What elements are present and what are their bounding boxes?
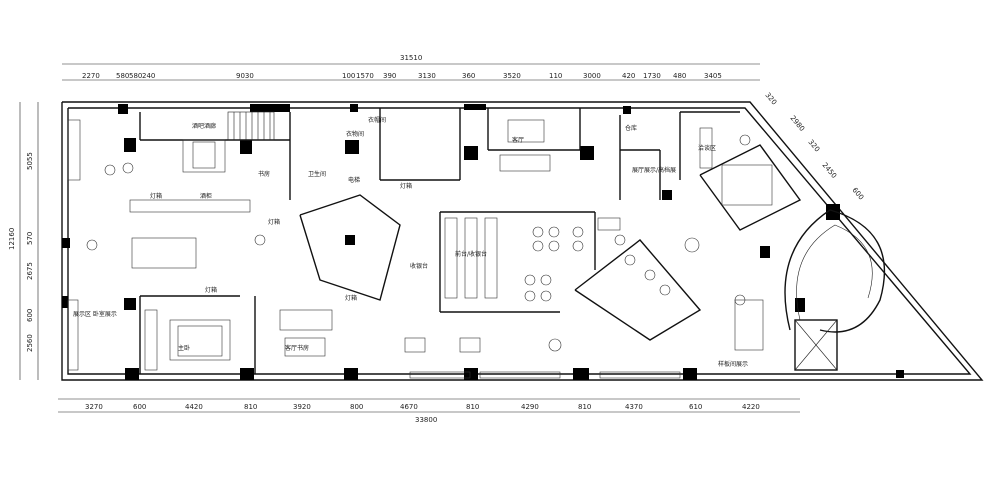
left-dimensions: 12160 5055 570 2675 600 2560 — [8, 102, 39, 380]
dim-top-segment: 9030 — [236, 72, 254, 80]
label-vip-room: 洽谈区 — [698, 144, 716, 152]
dim-bottom-segment: 3270 — [85, 403, 103, 411]
dim-left-segment: 12160 — [8, 228, 16, 250]
label-study: 书房 — [258, 170, 270, 178]
dim-bottom-segment: 810 — [244, 403, 257, 411]
dim-diagonal-segment: 320 — [806, 138, 821, 153]
dim-bottom-segment: 4290 — [521, 403, 539, 411]
dim-bottom-segment: 800 — [350, 403, 363, 411]
label-living-room: 客厅 — [512, 136, 524, 144]
dim-bottom-segment: 810 — [578, 403, 591, 411]
dim-diagonal-segment: 2450 — [820, 161, 838, 180]
dim-top-segment: 3000 — [583, 72, 601, 80]
dim-bottom-segment: 4220 — [742, 403, 760, 411]
label-reception: 前台/收银台 — [455, 250, 487, 258]
dim-top-segment: 580 — [116, 72, 129, 80]
outer-walls — [61, 101, 984, 381]
dim-diagonal-segment: 600 — [850, 186, 865, 201]
furniture — [67, 119, 773, 379]
dim-top-segment: 240 — [142, 72, 155, 80]
dim-diagonal-segment: 2980 — [788, 114, 806, 133]
straight-stair — [227, 111, 275, 141]
label-wine-cellar: 酒吧酒廊 — [192, 122, 216, 130]
dim-top-segment: 390 — [383, 72, 396, 80]
dim-left-segment: 2560 — [26, 334, 34, 352]
spiral-stair — [784, 209, 886, 371]
dim-top-segment: 360 — [462, 72, 475, 80]
label-master-bedroom: 主卧 — [178, 344, 190, 352]
label-bathroom: 卫生间 — [308, 170, 326, 178]
dim-top-segment: 3405 — [704, 72, 722, 80]
dim-left-segment: 5055 — [26, 152, 34, 170]
dim-top-segment: 420 — [622, 72, 635, 80]
bottom-dimensions: 33800 3270 600 4420 810 3920 800 4670 810 4290 81… — [58, 398, 800, 424]
dim-diagonal-segment: 320 — [763, 91, 778, 106]
columns — [62, 104, 904, 380]
dim-bottom-segment: 3920 — [293, 403, 311, 411]
label-lamp-5: 灯箱 — [268, 218, 280, 226]
dim-top-segment: 1730 — [643, 72, 661, 80]
label-stairs: 电梯 — [348, 176, 360, 184]
label-clothes-room: 衣物间 — [346, 130, 364, 138]
label-bar-seat: 收银台 — [410, 262, 428, 270]
label-bedroom-note: 展示区 卧室展示 — [73, 310, 117, 318]
dim-bottom-segment: 810 — [466, 403, 479, 411]
dim-bottom-segment: 4670 — [400, 403, 418, 411]
label-wine-cabinet: 酒柜 — [200, 192, 212, 200]
label-sample-room: 样板间展示 — [718, 360, 748, 368]
dim-top-total: 31510 — [400, 54, 422, 62]
label-lamp-1: 灯箱 — [150, 192, 162, 200]
dim-bottom-segment: 610 — [689, 403, 702, 411]
dim-left-segment: 600 — [26, 309, 34, 322]
dim-top-segment: 2270 — [82, 72, 100, 80]
dim-bottom-segment: 4420 — [185, 403, 203, 411]
room-labels: 酒吧酒廊 衣物间 衣帽间 书房 卫生间 电梯 灯箱 酒柜 灯箱 灯箱 灯箱 灯箱… — [73, 116, 748, 368]
dim-top-segment: 3130 — [418, 72, 436, 80]
dim-top-segment: 3520 — [503, 72, 521, 80]
dim-left-segment: 570 — [26, 232, 34, 245]
dim-top-segment: 580 — [129, 72, 142, 80]
label-office: 展厅展示/高档展 — [632, 166, 676, 174]
dim-bottom-segment: 600 — [133, 403, 146, 411]
dim-top-segment: 1570 — [356, 72, 374, 80]
dim-bottom-total: 33800 — [415, 416, 437, 424]
dim-bottom-segment: 4370 — [625, 403, 643, 411]
label-storage: 仓库 — [625, 124, 637, 132]
label-guest-living: 客厅书房 — [285, 344, 309, 352]
dim-top-segment: 110 — [549, 72, 562, 80]
label-lamp-4: 灯箱 — [205, 286, 217, 294]
label-lamp-2: 灯箱 — [400, 182, 412, 190]
dim-top-segment: 100 — [342, 72, 355, 80]
dim-top-segment: 480 — [673, 72, 686, 80]
dim-left-segment: 2675 — [26, 262, 34, 280]
label-lamp-3: 灯箱 — [345, 294, 357, 302]
label-dressing: 衣帽间 — [368, 116, 386, 124]
